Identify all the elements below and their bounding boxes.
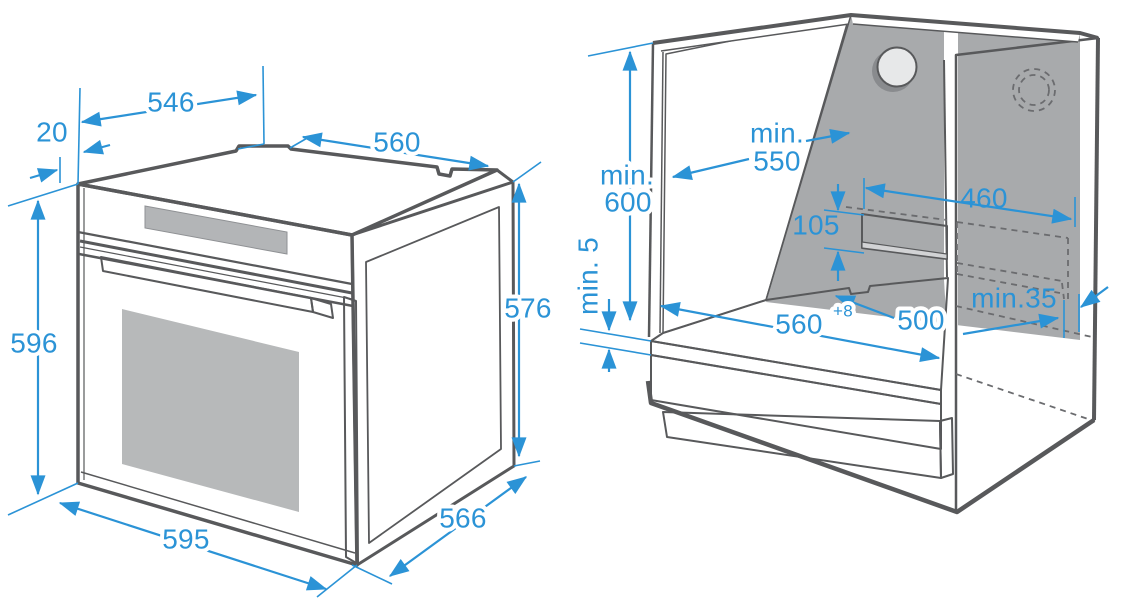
oven-display <box>144 205 288 255</box>
dim-rear-clearance: min.35 <box>971 282 1057 313</box>
oven-vent-slot <box>79 239 353 295</box>
cabinet-dimension-lines <box>601 50 1109 372</box>
dim-worktop-height: 600 <box>604 186 652 217</box>
oven-door-side-edge <box>343 296 359 565</box>
dim-niche-depth-prefix: min. <box>750 117 804 148</box>
ground-shadow-line <box>645 380 1096 515</box>
side-hole-dashed-outer <box>1012 68 1056 112</box>
dim-oven-width-top: 560 <box>373 126 421 157</box>
cabinet-vent-cutout-lip <box>861 241 948 260</box>
oven-handle-end-cap <box>310 297 334 319</box>
oven-side-panel-inset <box>365 206 502 544</box>
dim-oven-front-overhang: 20 <box>36 116 68 147</box>
cabinet-figure: min. 600 min. 550 105 460 min. 5 560 +8 … <box>568 13 1109 515</box>
oven-door-window <box>122 309 299 512</box>
dim-worktop-height-prefix: min. <box>600 159 654 190</box>
oven-vent-slot-line <box>79 246 353 300</box>
dim-bottom-clearance: min. 5 <box>572 237 603 315</box>
oven-side-panel <box>350 180 516 567</box>
vent-hole <box>876 46 918 88</box>
dim-platform-depth: 500 <box>897 304 945 335</box>
dim-oven-height-back: 576 <box>504 292 552 323</box>
cabinet-wall-corner-line <box>765 14 852 301</box>
hidden-lines <box>845 68 1093 420</box>
cabinet-plinth-end-cap <box>939 417 954 479</box>
dim-oven-depth-bottom: 566 <box>439 502 487 533</box>
dim-vent-cutout-height: 105 <box>792 209 840 240</box>
dim-vent-cutout-width: 460 <box>960 182 1008 213</box>
dim-niche-width: 560 <box>775 308 823 339</box>
cabinet-base-front <box>650 354 942 450</box>
dim-oven-height-front: 596 <box>10 327 58 358</box>
dim-oven-depth-top: 546 <box>147 86 195 117</box>
cabinet-left-wall-inner-edge <box>659 51 664 334</box>
dim-niche-width-tolerance: +8 <box>833 301 853 320</box>
cabinet-left-wall-outer-edge <box>647 42 655 338</box>
cabinet-top-rims <box>652 13 1099 52</box>
side-hole-dashed-inner <box>1018 74 1050 106</box>
oven-figure: 20 546 560 576 596 595 566 <box>6 65 556 598</box>
oven-dimension-lines <box>29 90 528 591</box>
cabinet-panel-gap <box>944 19 958 512</box>
dim-niche-depth: 550 <box>753 145 801 176</box>
cabinet-right-wall-front-edge <box>1092 37 1100 421</box>
dim-oven-width-front: 595 <box>162 523 210 554</box>
oven-control-panel-bottom <box>77 230 353 286</box>
oven-top-back-edge <box>496 168 514 184</box>
